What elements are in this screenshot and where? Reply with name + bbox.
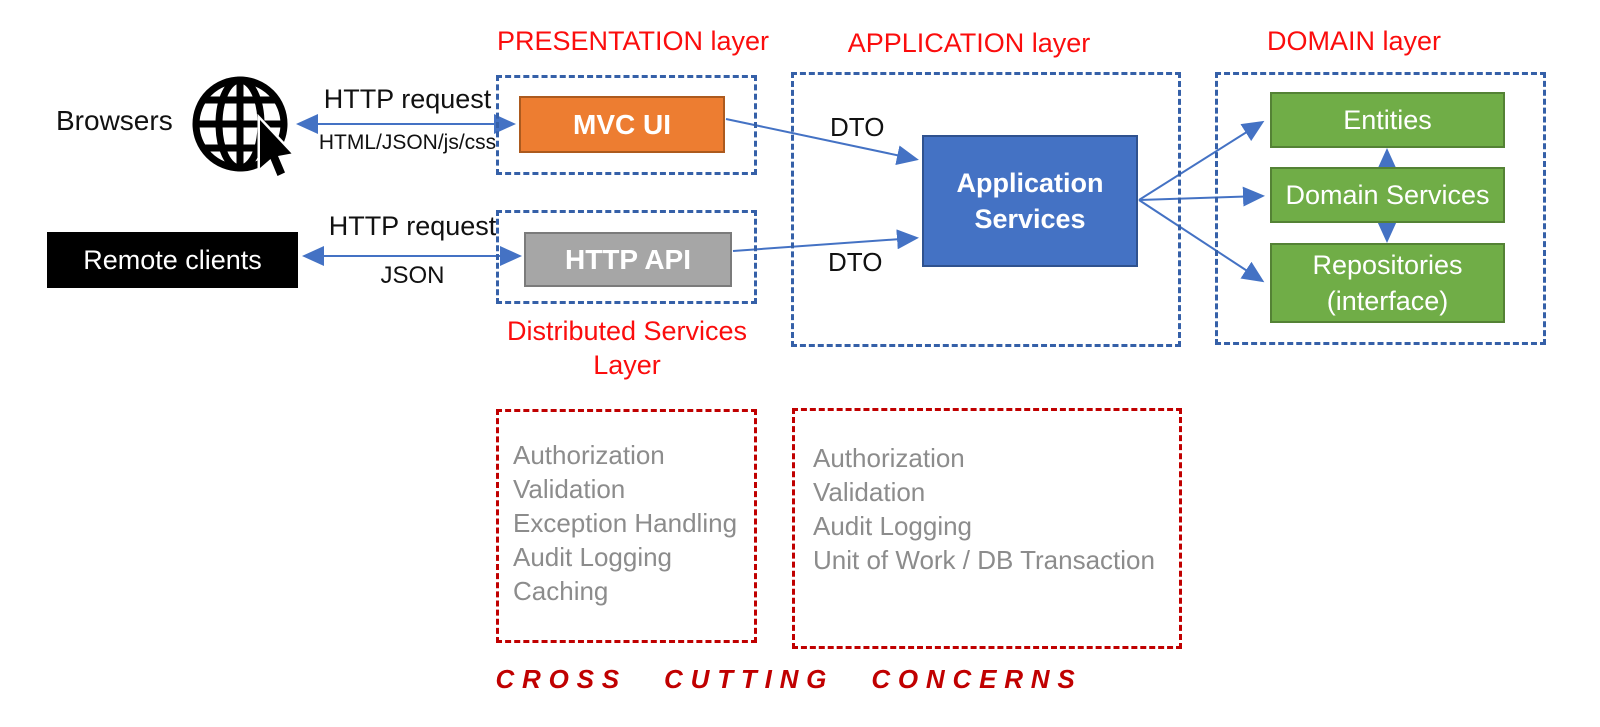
entities-box: Entities bbox=[1270, 92, 1505, 148]
list-item: Audit Logging bbox=[813, 511, 973, 541]
list-item: Validation bbox=[813, 477, 926, 507]
repositories-box: Repositories (interface) bbox=[1270, 243, 1505, 323]
browsers-label: Browsers bbox=[56, 105, 173, 136]
cross-cutting-concerns-title: CROSS CUTTING CONCERNS bbox=[495, 664, 1083, 694]
repositories-label-line2: (interface) bbox=[1326, 286, 1449, 316]
mvc-ui-label: MVC UI bbox=[573, 108, 671, 140]
html-json-label: HTML/JSON/js/css bbox=[318, 131, 497, 154]
presentation-layer-box bbox=[496, 75, 757, 175]
domain-layer-box bbox=[1215, 72, 1546, 345]
http-request-bottom-label: HTTP request bbox=[328, 211, 497, 241]
distributed-services-title: Distributed Services Layer bbox=[497, 314, 757, 382]
http-api-label: HTTP API bbox=[564, 243, 691, 275]
application-layer-box bbox=[791, 72, 1181, 347]
application-services-label-line1: Application bbox=[956, 168, 1104, 198]
remote-clients-box: Remote clients bbox=[47, 232, 298, 288]
list-item: Unit of Work / DB Transaction bbox=[813, 545, 1155, 575]
http-request-top-label: HTTP request bbox=[323, 84, 492, 114]
repositories-label-line1: Repositories bbox=[1312, 250, 1463, 280]
list-item: Audit Logging bbox=[513, 542, 673, 572]
list-item: Authorization bbox=[813, 443, 965, 473]
presentation-layer-title: PRESENTATION layer bbox=[497, 26, 770, 56]
list-item: Authorization bbox=[513, 440, 665, 470]
cross-cutting-right-box bbox=[792, 408, 1182, 649]
application-services-label-line2: Services bbox=[974, 204, 1086, 234]
domain-services-box: Domain Services bbox=[1270, 167, 1505, 223]
entities-label: Entities bbox=[1343, 105, 1432, 135]
globe-icon bbox=[192, 76, 297, 180]
cursor-icon bbox=[257, 113, 297, 180]
http-api-box: HTTP API bbox=[524, 232, 732, 287]
cross-cutting-right-list: Authorization Validation Audit Logging U… bbox=[813, 441, 1155, 577]
list-item: Exception Handling bbox=[513, 508, 738, 538]
mvc-ui-box: MVC UI bbox=[519, 96, 725, 153]
dto-top-label: DTO bbox=[830, 112, 885, 142]
domain-services-label: Domain Services bbox=[1285, 180, 1490, 210]
list-item: Caching bbox=[513, 576, 609, 606]
list-item: Validation bbox=[513, 474, 626, 504]
remote-clients-label: Remote clients bbox=[83, 244, 262, 275]
json-label: JSON bbox=[380, 262, 445, 289]
distributed-services-title-line2: Layer bbox=[593, 350, 661, 380]
cross-cutting-left-box bbox=[496, 409, 757, 643]
distributed-services-title-line1: Distributed Services bbox=[506, 316, 748, 346]
distributed-services-box bbox=[496, 210, 757, 304]
cross-cutting-left-list: Authorization Validation Exception Handl… bbox=[513, 438, 737, 608]
application-services-box: Application Services bbox=[922, 135, 1138, 267]
domain-layer-title: DOMAIN layer bbox=[1266, 26, 1442, 56]
application-layer-title: APPLICATION layer bbox=[847, 28, 1091, 58]
dto-bottom-label: DTO bbox=[828, 247, 883, 277]
